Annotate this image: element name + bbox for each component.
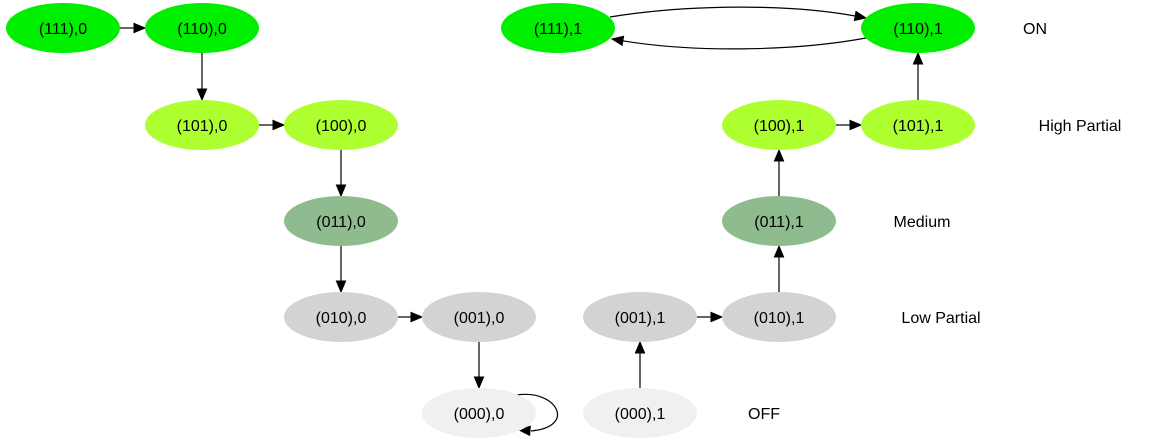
edge-n111_1-to-n110_1 — [609, 6, 868, 22]
state-node-n110_1: (110),1 — [861, 3, 975, 53]
state-node-shape — [6, 3, 120, 53]
state-node-n000_0: (000),0 — [422, 388, 536, 438]
state-node-n111_0: (111),0 — [6, 3, 120, 53]
edge-n001_0-to-n000_0 — [473, 342, 485, 390]
state-node-n111_1: (111),1 — [501, 3, 615, 53]
state-node-label: (101),0 — [177, 118, 228, 135]
edge-arrowhead — [335, 280, 347, 294]
edge-arrowhead — [335, 184, 347, 198]
edge-n011_0-to-n010_0 — [335, 246, 347, 294]
state-node-label: (111),0 — [39, 21, 87, 38]
state-node-shape — [422, 388, 536, 438]
state-node-n010_0: (010),0 — [284, 292, 398, 342]
state-node-label: (010),1 — [754, 310, 805, 327]
state-node-shape — [861, 3, 975, 53]
state-node-shape — [145, 100, 259, 150]
level-label-off: OFF — [748, 406, 780, 423]
edge-n101_1-to-n110_1 — [912, 51, 924, 100]
edge-line — [516, 393, 559, 432]
state-node-shape — [722, 196, 836, 246]
state-node-shape — [284, 292, 398, 342]
state-node-shape — [722, 292, 836, 342]
state-node-n000_1: (000),1 — [583, 388, 697, 438]
edge-arrowhead — [634, 340, 646, 354]
state-node-n101_1: (101),1 — [861, 100, 975, 150]
edge-n010_1-to-n011_1 — [773, 244, 785, 292]
edge-arrowhead — [272, 119, 286, 131]
edge-arrowhead — [853, 10, 868, 22]
state-node-shape — [145, 3, 259, 53]
edge-n110_1-to-n111_1 — [610, 35, 867, 50]
edge-n110_0-to-n101_0 — [196, 53, 208, 102]
state-node-n010_1: (010),1 — [722, 292, 836, 342]
edge-arrowhead — [610, 35, 625, 47]
edge-n010_0-to-n001_0 — [398, 311, 424, 323]
state-node-n001_0: (001),0 — [422, 292, 536, 342]
edges-layer — [120, 6, 924, 437]
state-node-label: (101),1 — [893, 118, 944, 135]
edge-arrowhead — [912, 51, 924, 65]
edge-n100_1-to-n101_1 — [836, 119, 863, 131]
state-node-shape — [583, 292, 697, 342]
state-node-label: (000),1 — [615, 406, 666, 423]
state-node-shape — [722, 100, 836, 150]
state-node-shape — [583, 388, 697, 438]
state-node-n101_0: (101),0 — [145, 100, 259, 150]
state-node-n001_1: (001),1 — [583, 292, 697, 342]
state-node-n100_1: (100),1 — [722, 100, 836, 150]
state-node-n011_0: (011),0 — [284, 196, 398, 246]
edge-n011_1-to-n100_1 — [773, 148, 785, 196]
edge-n000_1-to-n001_1 — [634, 340, 646, 388]
edge-line — [622, 37, 867, 50]
state-node-label: (100),1 — [754, 118, 805, 135]
edge-arrowhead — [133, 22, 147, 34]
state-node-label: (110),1 — [893, 21, 943, 38]
edge-arrowhead — [773, 244, 785, 258]
level-label-on: ON — [1023, 21, 1047, 38]
edge-n101_0-to-n100_0 — [259, 119, 286, 131]
edge-n001_1-to-n010_1 — [697, 311, 724, 323]
edge-n111_0-to-n110_0 — [120, 22, 147, 34]
state-node-n011_1: (011),1 — [722, 196, 836, 246]
level-label-low-partial: Low Partial — [901, 310, 980, 327]
state-node-shape — [861, 100, 975, 150]
state-node-label: (010),0 — [316, 310, 367, 327]
edge-arrowhead — [517, 425, 531, 437]
state-node-label: (111),1 — [534, 21, 582, 38]
state-node-n100_0: (100),0 — [284, 100, 398, 150]
state-node-label: (011),0 — [316, 214, 366, 231]
edge-arrowhead — [849, 119, 863, 131]
state-node-label: (001),0 — [454, 310, 505, 327]
edge-n100_0-to-n011_0 — [335, 150, 347, 198]
state-node-n110_0: (110),0 — [145, 3, 259, 53]
state-node-label: (011),1 — [754, 214, 804, 231]
edge-n000_0-to-n000_0 — [516, 393, 559, 437]
state-node-shape — [284, 196, 398, 246]
level-label-high-partial: High Partial — [1039, 118, 1122, 135]
edge-arrowhead — [773, 148, 785, 162]
level-label-medium: Medium — [894, 214, 951, 231]
edge-arrowhead — [196, 88, 208, 102]
state-node-shape — [422, 292, 536, 342]
state-node-label: (100),0 — [316, 118, 367, 135]
state-node-label: (001),1 — [615, 310, 666, 327]
state-node-label: (110),0 — [177, 21, 227, 38]
state-node-shape — [284, 100, 398, 150]
edge-arrowhead — [710, 311, 724, 323]
edge-arrowhead — [410, 311, 424, 323]
state-node-label: (000),0 — [454, 406, 505, 423]
edge-arrowhead — [473, 376, 485, 390]
state-node-shape — [501, 3, 615, 53]
nodes-layer: (111),0 (110),0 (101),0 (100),0 (011),0 (010)… — [6, 3, 975, 438]
edge-line — [609, 6, 856, 18]
